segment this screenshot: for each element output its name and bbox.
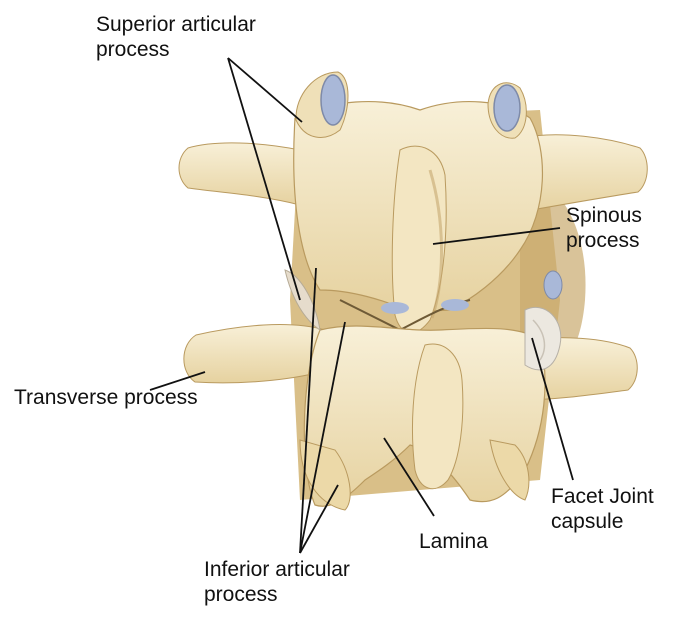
upper-left-transverse-process bbox=[179, 143, 300, 205]
label-lamina: Lamina bbox=[419, 529, 488, 554]
label-transverse-process: Transverse process bbox=[14, 385, 198, 410]
leader-superior-to-facet-right bbox=[228, 58, 302, 122]
label-inferior-line-2: process bbox=[204, 582, 350, 607]
label-spinous-process: Spinous process bbox=[566, 203, 642, 253]
label-spinous-line-2: process bbox=[566, 228, 642, 253]
label-superior-line-1: Superior articular bbox=[96, 12, 256, 37]
label-superior-line-2: process bbox=[96, 37, 256, 62]
label-superior-articular-process: Superior articular process bbox=[96, 12, 256, 62]
superior-facet-cartilage-right bbox=[494, 85, 520, 131]
label-spinous-line-1: Spinous bbox=[566, 203, 642, 228]
label-inferior-line-1: Inferior articular bbox=[204, 557, 350, 582]
lower-left-transverse-process bbox=[184, 325, 325, 383]
label-inferior-articular-process: Inferior articular process bbox=[204, 557, 350, 607]
superior-facet-cartilage-left bbox=[321, 75, 345, 125]
label-facet-joint-capsule: Facet Joint capsule bbox=[551, 484, 654, 534]
label-facet-line-2: capsule bbox=[551, 509, 654, 534]
label-facet-line-1: Facet Joint bbox=[551, 484, 654, 509]
